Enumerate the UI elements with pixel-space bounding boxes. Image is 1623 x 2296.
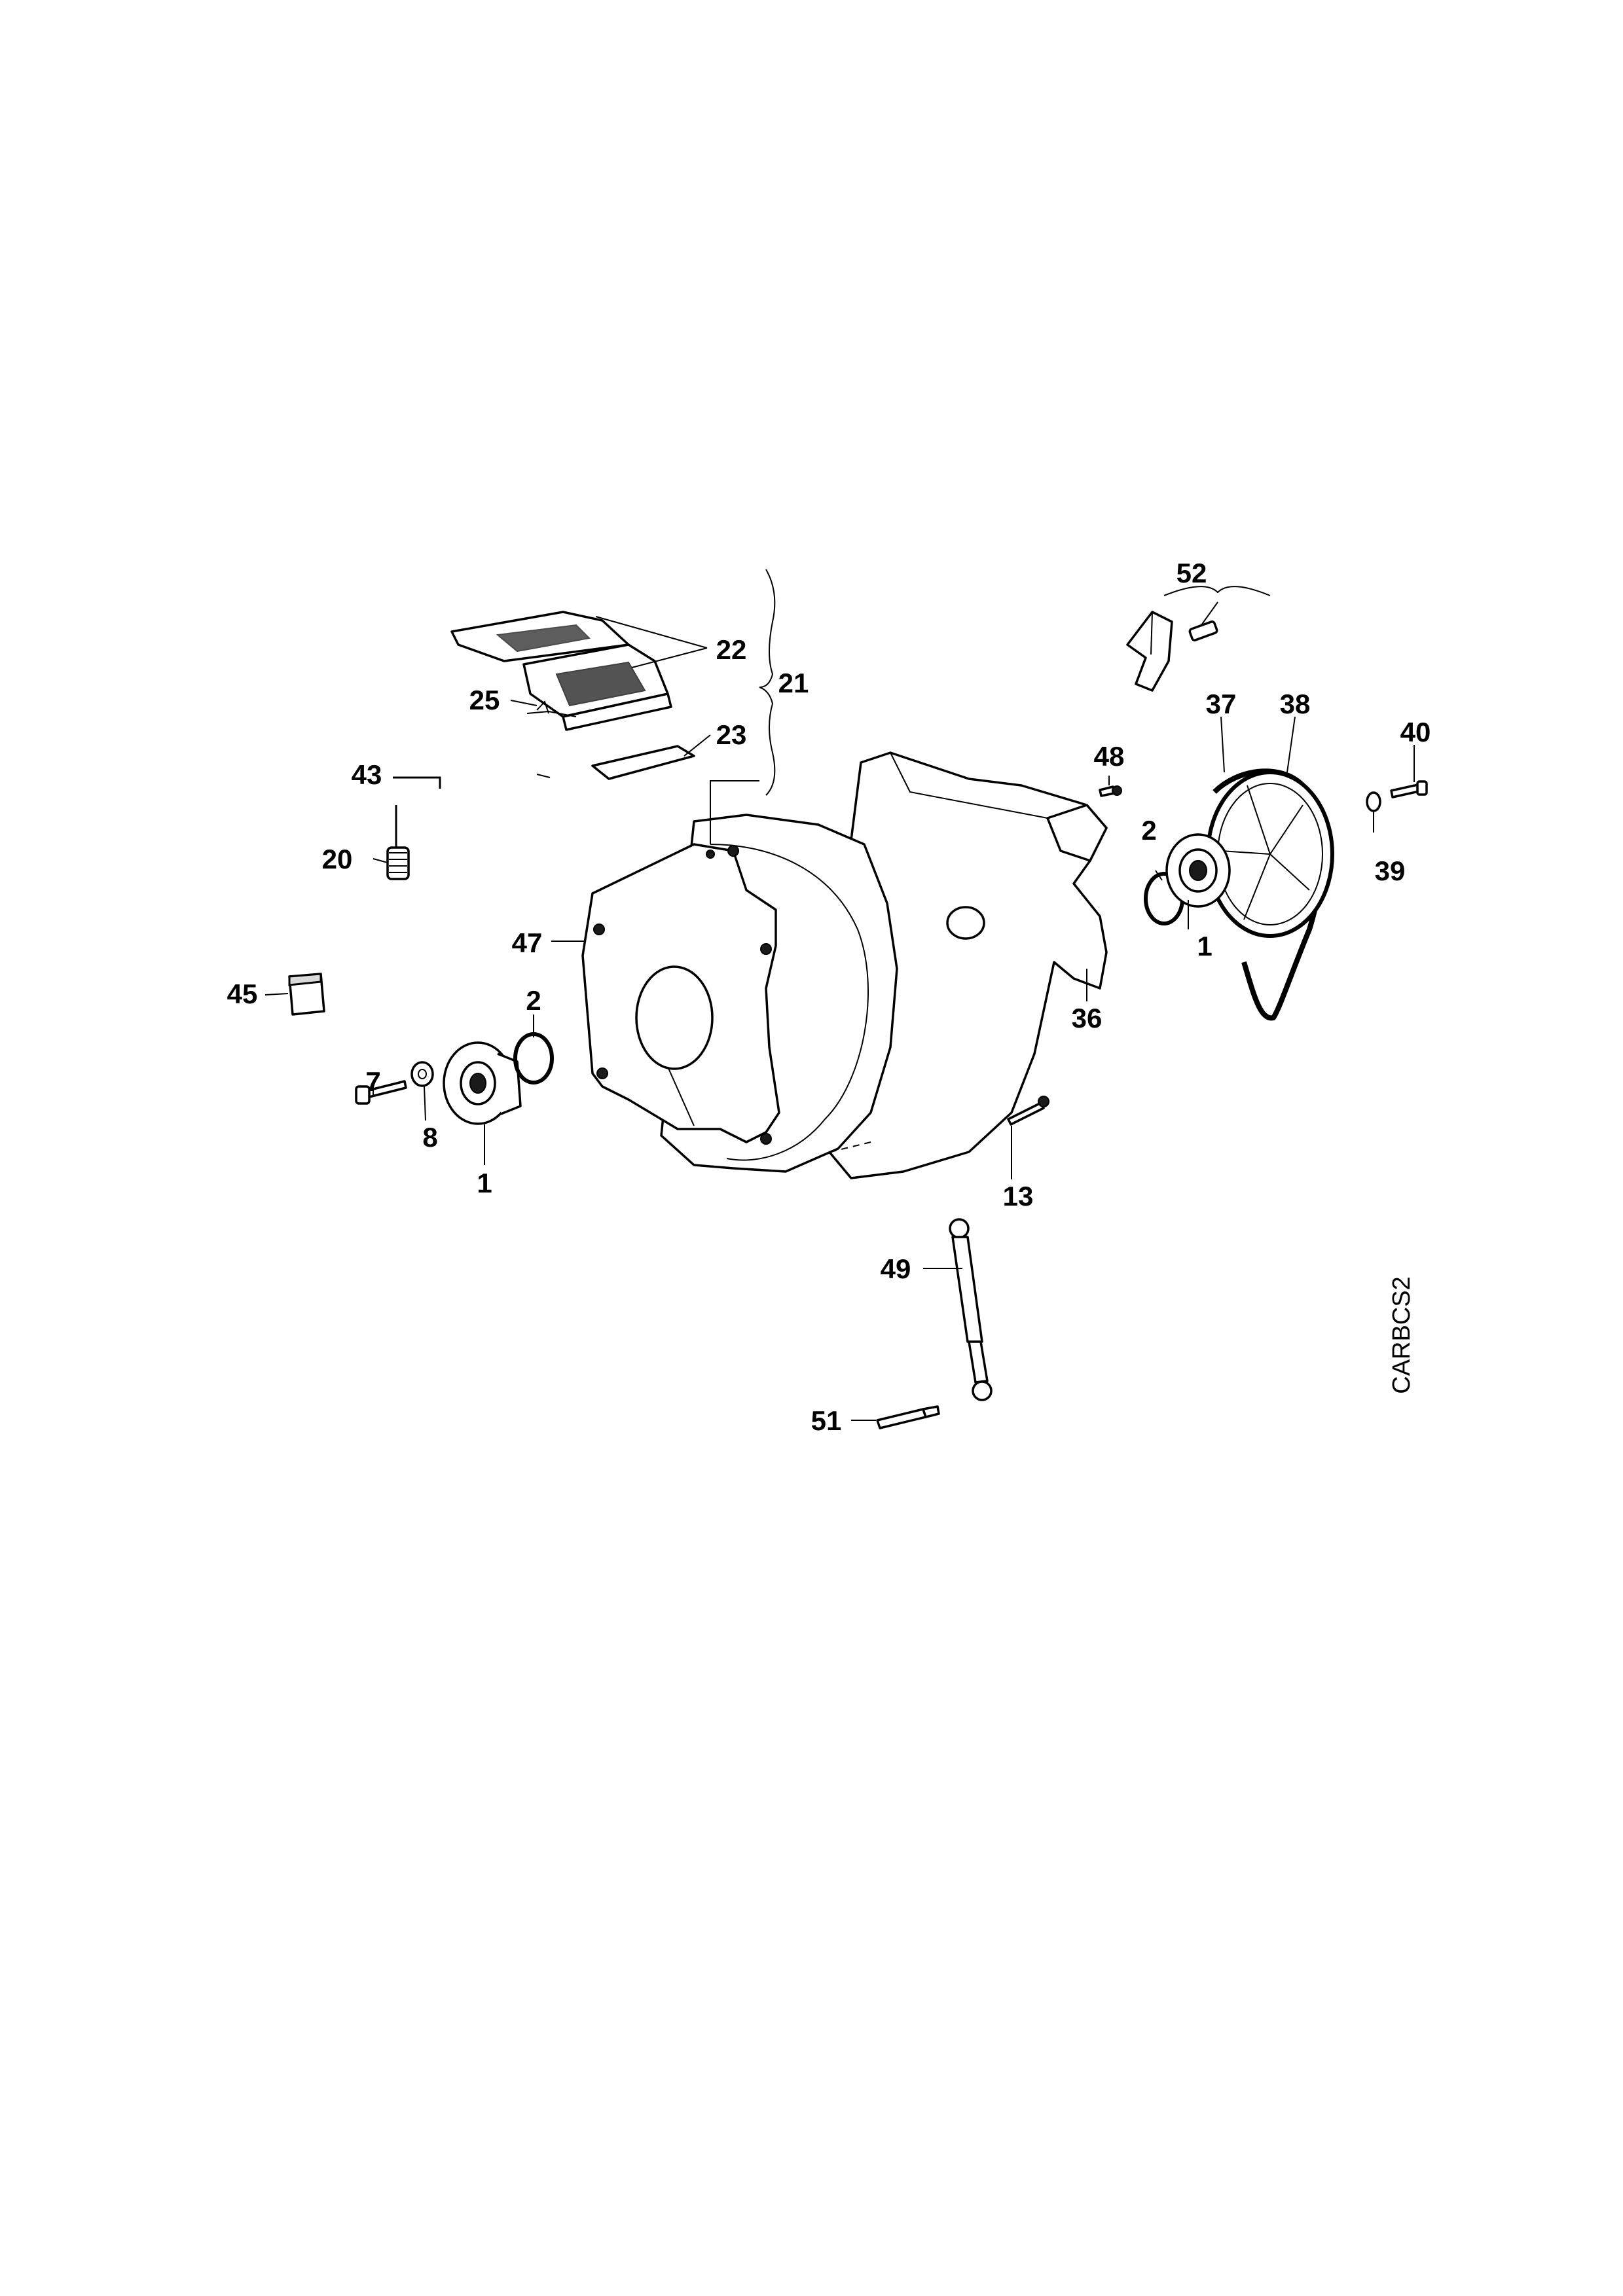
callout-1-rear: 1	[1197, 931, 1212, 961]
part-48-screw	[1099, 785, 1122, 797]
callout-40: 40	[1400, 717, 1431, 747]
callout-7: 7	[365, 1066, 380, 1097]
part-25-clip	[536, 700, 549, 714]
callout-38: 38	[1280, 689, 1311, 719]
callout-25: 25	[469, 685, 500, 715]
part-23-strip	[591, 745, 695, 780]
part-45-pad	[288, 973, 325, 1016]
drawing-code: CARBCS2	[1388, 1276, 1415, 1394]
part-2-oring-front	[513, 1032, 554, 1085]
callout-52: 52	[1176, 558, 1207, 588]
callout-23: 23	[716, 719, 747, 750]
part-52-bracket	[1126, 586, 1271, 692]
callout-45: 45	[227, 978, 258, 1009]
callout-2-rear: 2	[1141, 815, 1156, 846]
callout-8: 8	[422, 1122, 437, 1153]
callout-48: 48	[1094, 741, 1125, 772]
callout-2-front: 2	[526, 985, 541, 1016]
callout-21: 21	[778, 668, 809, 698]
callout-51: 51	[811, 1405, 842, 1436]
callout-37: 37	[1206, 689, 1237, 719]
callout-13: 13	[1003, 1181, 1034, 1211]
part-40-bolt	[1390, 780, 1428, 798]
leader-lines	[264, 569, 1415, 1421]
part-36-rear-tub	[817, 751, 1108, 1179]
callout-36: 36	[1072, 1003, 1103, 1033]
part-8-washer	[410, 1061, 434, 1087]
part-22-filter-lower	[522, 643, 672, 731]
part-49-damper	[949, 1218, 993, 1401]
part-47-front-tub	[581, 814, 898, 1173]
part-22-filter-upper	[450, 611, 630, 662]
part-39-washer	[1366, 791, 1381, 812]
callout-22: 22	[716, 634, 747, 665]
callout-43: 43	[352, 759, 382, 790]
part-43-hook	[393, 776, 441, 789]
part-1-bearing-hub	[443, 1041, 522, 1125]
part-13-screw	[1007, 1096, 1049, 1126]
callout-39: 39	[1375, 855, 1406, 886]
part-51-pin	[876, 1405, 940, 1429]
callout-1-front: 1	[477, 1168, 492, 1198]
part-1-bearing-rear	[1165, 833, 1231, 908]
part-7-bolt	[355, 1080, 407, 1105]
callout-20: 20	[322, 844, 353, 874]
part-20-spring	[386, 805, 410, 880]
callout-47: 47	[512, 927, 543, 958]
callout-labels: 52 22 21 25 23 48 37 38 40 43 2 20 39 1 …	[227, 558, 1431, 1436]
callout-49: 49	[881, 1253, 911, 1284]
